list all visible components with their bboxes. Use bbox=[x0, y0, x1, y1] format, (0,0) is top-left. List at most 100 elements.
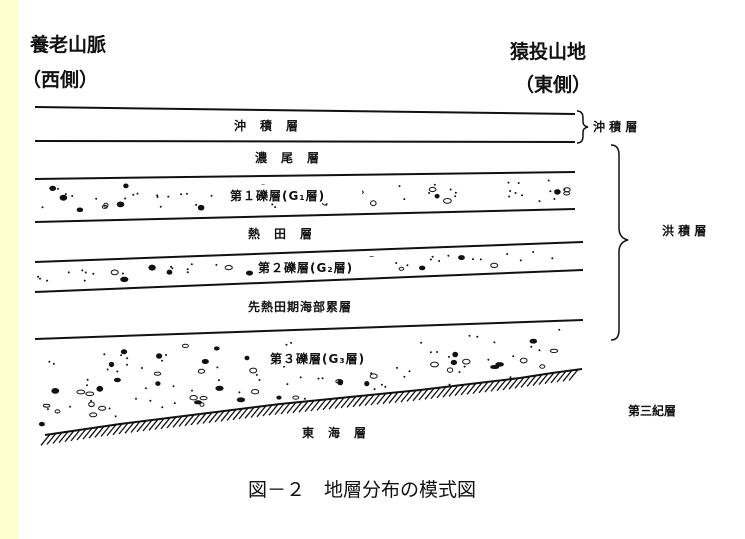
pebble bbox=[201, 359, 209, 364]
pebble bbox=[52, 362, 55, 365]
hatch-line bbox=[196, 412, 207, 425]
pebble bbox=[42, 403, 51, 408]
hatch-line bbox=[388, 391, 399, 404]
pebble bbox=[549, 348, 559, 353]
boundary-noubi-base bbox=[34, 171, 576, 180]
pebble bbox=[245, 270, 254, 276]
boundary-g2-base bbox=[34, 269, 584, 293]
hatch-line bbox=[430, 387, 441, 400]
pebble bbox=[251, 389, 260, 395]
pebble bbox=[51, 388, 60, 394]
pebble bbox=[337, 379, 344, 386]
pebble bbox=[213, 346, 220, 351]
hatch-line bbox=[340, 396, 351, 409]
hatch-line bbox=[82, 427, 93, 440]
hatch-line bbox=[316, 398, 327, 411]
hatch-line bbox=[484, 380, 495, 393]
pebble bbox=[509, 376, 512, 379]
layer-label-g3: 第３礫層(G₃層) bbox=[270, 351, 365, 366]
pebble bbox=[216, 366, 219, 369]
alluvium-brace bbox=[576, 110, 589, 144]
hatch-line bbox=[268, 403, 279, 416]
pebble bbox=[59, 194, 68, 201]
hatch-line bbox=[130, 421, 141, 433]
pebble bbox=[180, 193, 183, 196]
pebble bbox=[487, 358, 490, 361]
pebble bbox=[120, 349, 128, 355]
hatch-line bbox=[526, 375, 537, 387]
pebble bbox=[197, 368, 206, 374]
pebble bbox=[512, 355, 515, 358]
hatch-line bbox=[502, 378, 513, 391]
hatch-line bbox=[508, 377, 519, 390]
pebble bbox=[514, 192, 517, 194]
pebble bbox=[123, 183, 129, 189]
boundary-g1-base bbox=[34, 208, 576, 223]
hatch-line bbox=[250, 406, 261, 418]
hatch-line bbox=[208, 411, 219, 424]
pebble bbox=[103, 353, 106, 356]
pebble bbox=[431, 255, 434, 258]
hatch-line bbox=[418, 388, 429, 401]
pebble bbox=[539, 364, 546, 369]
hatch-line bbox=[46, 432, 57, 445]
pebble bbox=[108, 361, 115, 368]
pebble bbox=[462, 358, 471, 365]
pebble bbox=[508, 195, 511, 198]
pebble bbox=[86, 384, 88, 387]
hatch-line bbox=[94, 425, 105, 438]
pebble bbox=[403, 375, 406, 378]
pebble bbox=[172, 385, 175, 388]
hatch-line bbox=[58, 431, 69, 444]
pebble bbox=[463, 365, 466, 368]
diluvium-brace bbox=[610, 144, 629, 341]
pebble bbox=[408, 370, 411, 373]
pebble bbox=[434, 193, 440, 199]
hatch-line bbox=[202, 412, 213, 424]
pebble bbox=[116, 201, 125, 208]
hatch-line bbox=[100, 425, 111, 437]
hatch-line bbox=[226, 409, 237, 421]
pebble bbox=[443, 198, 452, 204]
hatch-line bbox=[172, 415, 183, 428]
hatch-line bbox=[562, 369, 573, 382]
hatch-line bbox=[448, 384, 459, 397]
hatch-line bbox=[328, 397, 339, 410]
pebble bbox=[285, 343, 288, 346]
pebble bbox=[490, 262, 499, 268]
pebble bbox=[67, 271, 70, 274]
hatch-line bbox=[478, 381, 489, 394]
pebble bbox=[194, 400, 202, 405]
hatch-line bbox=[376, 392, 387, 405]
hatch-line bbox=[544, 372, 555, 385]
pebble bbox=[46, 279, 49, 282]
pebble bbox=[120, 354, 123, 357]
pebble bbox=[126, 363, 129, 366]
layer-boundaries bbox=[34, 106, 584, 340]
boundary-top bbox=[34, 106, 576, 115]
pebble bbox=[96, 385, 104, 392]
hatch-line bbox=[550, 371, 561, 384]
group-label-alluvium: 沖 積 層 bbox=[593, 119, 637, 134]
pebble bbox=[509, 190, 512, 192]
pebble bbox=[191, 389, 193, 392]
hatch-line bbox=[40, 433, 51, 446]
pebble bbox=[292, 395, 300, 400]
pebble bbox=[450, 359, 458, 366]
group-label-diluvium: 洪 積 層 bbox=[662, 223, 706, 238]
pebble bbox=[124, 197, 127, 200]
pebble bbox=[428, 192, 431, 194]
pebble bbox=[563, 191, 570, 196]
pebble bbox=[369, 373, 378, 379]
pebble bbox=[171, 267, 174, 270]
pebble bbox=[547, 179, 550, 182]
hatch-line bbox=[364, 394, 375, 407]
pebble bbox=[90, 399, 92, 402]
pebble bbox=[186, 192, 188, 195]
pebble bbox=[224, 265, 233, 271]
pebble bbox=[136, 192, 139, 195]
pebble bbox=[95, 197, 98, 200]
hatch-line bbox=[496, 379, 507, 392]
pebble bbox=[197, 204, 205, 211]
pebble bbox=[38, 421, 45, 427]
